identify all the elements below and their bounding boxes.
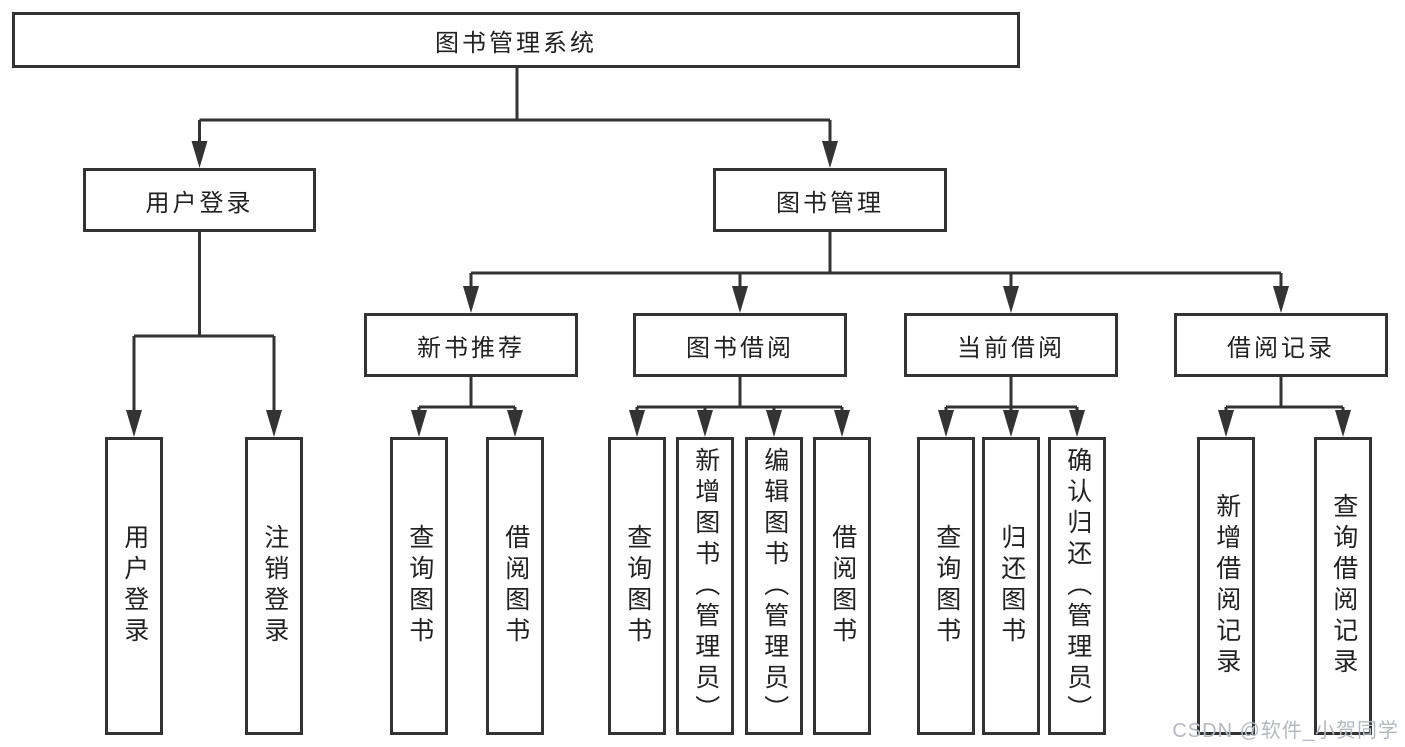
leaf-query-borrow-record: 查询借阅记录 (1314, 437, 1372, 735)
node-book-management: 图书管理 (713, 168, 947, 232)
node-book-borrow: 图书借阅 (633, 313, 847, 377)
leaf-add-borrow-record: 新增借阅记录 (1197, 437, 1255, 735)
node-root: 图书管理系统 (12, 12, 1020, 68)
leaf-edit-book-admin: 编辑图书（管理员） (745, 437, 803, 735)
node-borrow-records: 借阅记录 (1174, 313, 1388, 377)
leaf-query-books-current: 查询图书 (917, 437, 975, 735)
leaf-query-books-recommend: 查询图书 (390, 437, 448, 735)
leaf-user-login: 用户登录 (105, 437, 163, 735)
leaf-logout-login: 注销登录 (245, 437, 303, 735)
csdn-watermark: CSDN @软件_小贺同学 (1172, 720, 1399, 742)
node-user-login: 用户登录 (83, 168, 316, 232)
node-current-borrow: 当前借阅 (904, 313, 1118, 377)
leaf-borrow-books-recommend: 借阅图书 (486, 437, 544, 735)
leaf-confirm-return-admin: 确认归还（管理员） (1048, 437, 1106, 735)
leaf-return-books: 归还图书 (982, 437, 1040, 735)
leaf-query-books-borrow: 查询图书 (608, 437, 666, 735)
leaf-add-book-admin: 新增图书（管理员） (676, 437, 734, 735)
node-new-book-recommend: 新书推荐 (364, 313, 578, 377)
arrowheads (126, 141, 1351, 437)
leaf-borrow-books-borrow: 借阅图书 (813, 437, 871, 735)
